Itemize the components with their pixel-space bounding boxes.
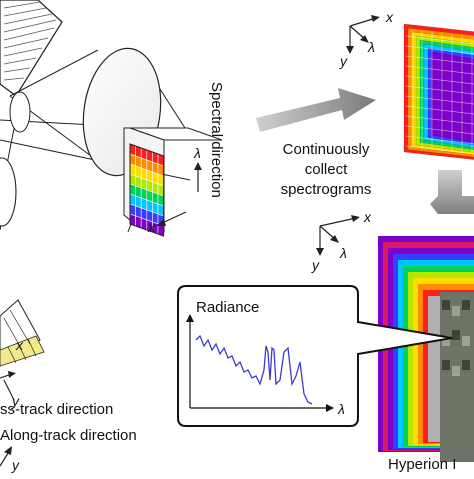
cube-grid-line xyxy=(405,125,474,135)
axes-mid-y-head xyxy=(316,248,324,256)
hyperion-cube xyxy=(378,236,474,462)
hyperion-image-face xyxy=(440,292,474,462)
cube-grid-line xyxy=(405,115,474,125)
hyperion-image-patch xyxy=(462,300,470,310)
along-track-arrowhead xyxy=(4,446,12,455)
axes-mid-x: x xyxy=(363,209,372,225)
cube-grid-line xyxy=(405,55,474,65)
cube-grid-line xyxy=(405,135,474,145)
continuously-line1: Continuously xyxy=(283,141,370,158)
ground-track: x y xyxy=(0,299,45,409)
track-x-head xyxy=(8,371,16,378)
axes-mid-l-head xyxy=(330,235,339,243)
axes-top-y-head xyxy=(346,46,354,54)
cube-grid-line xyxy=(405,145,474,155)
detector-frame xyxy=(129,143,165,237)
axes-top-x: x xyxy=(385,9,394,25)
radiance-callout: Radiance λ xyxy=(177,285,453,427)
axes-top-lambda: λ xyxy=(367,39,375,55)
slit-lens xyxy=(9,91,31,133)
cube-grid-line xyxy=(405,45,474,55)
spectrogram-cube xyxy=(403,23,474,160)
cube-grid-line xyxy=(405,105,474,115)
detector-lambda-label: λ xyxy=(193,145,201,161)
track-y-label: y xyxy=(11,393,20,409)
hyperion-image-patch xyxy=(462,336,470,346)
axes-mid-x-head xyxy=(351,215,360,222)
along-track-y-label: y xyxy=(11,457,20,473)
axes-mid-y: y xyxy=(311,257,320,273)
track-y-arrow xyxy=(3,379,15,401)
hyperion-image-patch xyxy=(442,336,450,346)
detector-lambda-arrowhead xyxy=(194,162,202,170)
detector-array xyxy=(129,143,165,237)
cube-grid-line xyxy=(405,85,474,95)
track-x-label: x xyxy=(15,337,24,353)
callout-bubble xyxy=(177,285,453,427)
objective-lens xyxy=(0,157,17,227)
sensor-housing xyxy=(0,0,63,97)
radiance-spectrum-line xyxy=(195,334,313,405)
radiance-y-arrowhead xyxy=(186,314,194,322)
radiance-label: Radiance xyxy=(196,299,259,316)
axes-top-y: y xyxy=(339,53,348,69)
cube-grid-line xyxy=(405,65,474,75)
spectral-direction-label: Spectral direction xyxy=(208,82,225,198)
axes-top-l-head xyxy=(360,35,369,43)
hyperion-image-patch xyxy=(442,300,450,310)
cube-grid-line xyxy=(405,35,474,45)
hyperion-image-patch xyxy=(462,360,470,370)
radiance-x-arrowhead xyxy=(326,404,334,412)
detector-x-arrowhead xyxy=(156,219,166,226)
sensor-hatching xyxy=(3,1,57,81)
sensor-optics xyxy=(0,0,223,233)
continuously-line3: spectrograms xyxy=(281,181,372,198)
along-track-direction-label: Along-track direction xyxy=(0,427,137,444)
hyperion-image-patch xyxy=(452,366,460,376)
collect-arrow xyxy=(256,88,376,132)
radiance-lambda-label: λ xyxy=(337,401,345,417)
cube-grid-line xyxy=(405,75,474,85)
cube-grid-line xyxy=(405,95,474,105)
axes-mid-lambda: λ xyxy=(339,245,347,261)
hyperion-image-patch xyxy=(442,360,450,370)
cross-track-direction-label: ss-track direction xyxy=(0,401,113,418)
axes-mid xyxy=(319,217,357,252)
axes-top-x-head xyxy=(371,15,380,22)
hyperion-label: Hyperion I xyxy=(388,456,456,473)
hyperion-image-patch xyxy=(452,306,460,316)
down-arrow xyxy=(430,170,474,214)
detector-x-label: x xyxy=(147,219,156,235)
hyperion-image-patch xyxy=(452,330,460,340)
continuously-line2: collect xyxy=(305,161,348,178)
